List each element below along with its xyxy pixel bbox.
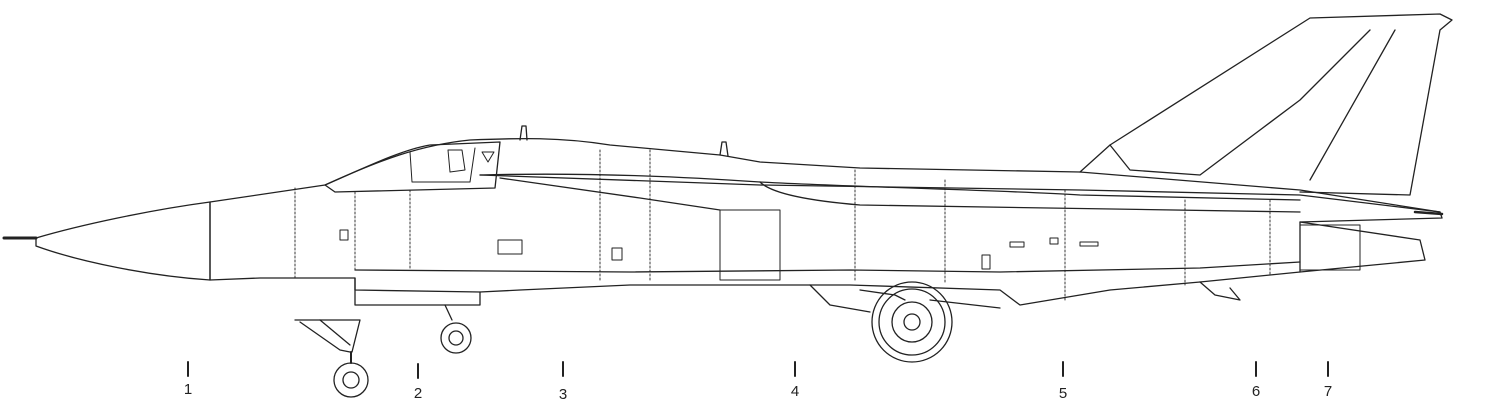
station-labels: 1 2 3 4 5 6 7 — [184, 381, 1332, 403]
station-label-2: 2 — [414, 385, 422, 402]
station-ticks — [187, 361, 1329, 379]
station-label-5: 5 — [1059, 385, 1067, 402]
dorsal-antennas — [519, 125, 729, 157]
station-label-6: 6 — [1252, 383, 1260, 400]
forward-wheel — [440, 304, 472, 354]
fuselage — [209, 137, 1443, 306]
ventral-details — [354, 277, 1241, 313]
radome — [35, 201, 211, 281]
fuselage-details — [339, 209, 1361, 281]
panel-lines — [294, 149, 1271, 301]
main-landing-gear — [859, 281, 953, 363]
exhaust-nozzle — [1299, 210, 1444, 273]
station-label-3: 3 — [559, 386, 567, 403]
nose-landing-gear — [294, 319, 369, 398]
station-label-1: 1 — [184, 381, 192, 398]
canopy — [324, 141, 501, 193]
wing-glove — [479, 173, 1301, 213]
station-label-7: 7 — [1324, 383, 1332, 400]
station-label-4: 4 — [791, 383, 799, 400]
vertical-tail — [1079, 13, 1453, 196]
